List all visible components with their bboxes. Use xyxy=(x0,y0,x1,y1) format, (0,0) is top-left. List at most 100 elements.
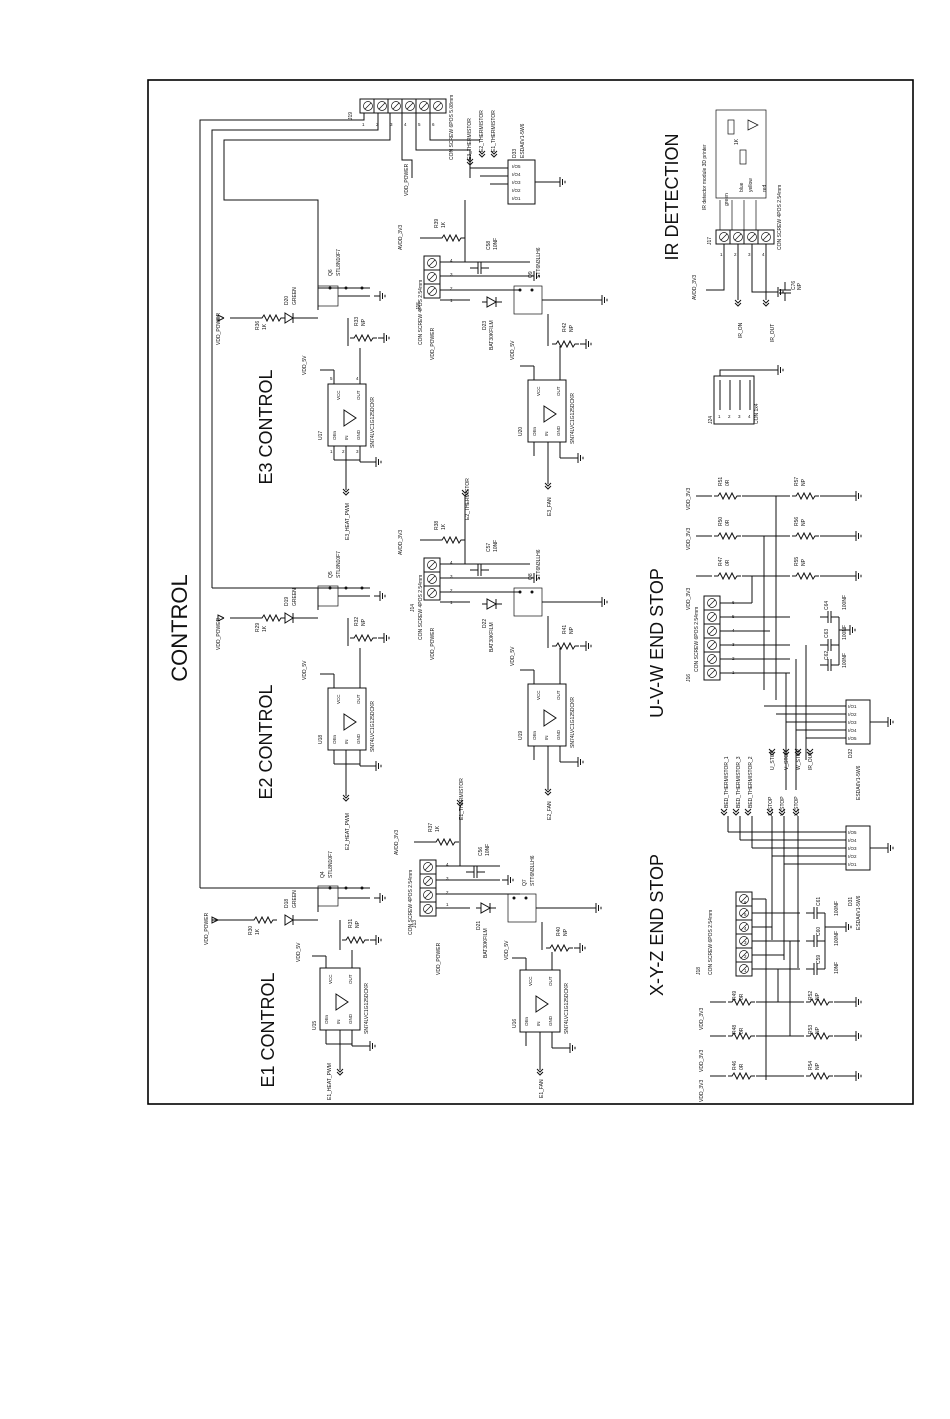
u17-pin-5: 5 xyxy=(330,376,333,381)
r55-value: NP xyxy=(801,558,807,566)
r41-value: NP xyxy=(569,626,575,634)
r46-value: 0R xyxy=(739,1063,745,1070)
ir-detector-inset: IR detector module 3D printer green blue… xyxy=(702,109,768,230)
j17-pin-3: 3 xyxy=(748,252,751,257)
r51-ref: R51 xyxy=(718,477,724,486)
net-vdd-5v-e3: VDD_5V xyxy=(302,355,308,375)
j15-ref: J15 xyxy=(416,302,422,310)
r32-ref: R32 xyxy=(354,617,360,626)
title-control: CONTROL xyxy=(167,574,192,682)
net-e2-heat-pwm: E2_HEAT_PWM xyxy=(345,813,351,850)
r30-ref: R30 xyxy=(248,926,254,935)
net-e3-heat-pwm: E3_HEAT_PWM xyxy=(345,503,351,540)
c57-ref: C57 xyxy=(486,543,492,552)
ir-wire-green: green xyxy=(724,193,730,206)
ir-wire-red: red xyxy=(762,185,768,192)
u16-pin-vcc: VCC xyxy=(528,976,533,986)
net-y-stop: Y_STOP xyxy=(780,796,786,816)
q6-value: STL8N10F7 xyxy=(336,249,342,276)
net-w-stop: W_STOP xyxy=(796,748,802,770)
j15-pin-3: 3 xyxy=(450,272,453,277)
r50-value: 0R xyxy=(725,519,731,526)
d31-ref: D31 xyxy=(848,897,854,906)
u17-ref: U17 xyxy=(318,431,324,440)
net-vdd-5v-e1-fan: VDD_5V xyxy=(504,940,510,960)
j19-pin-6: 6 xyxy=(432,122,435,127)
c59-value: 10NF xyxy=(834,962,840,974)
net-u-stop: U_STOP xyxy=(770,749,776,770)
d19-value: GREEN xyxy=(292,588,298,606)
c64-value: 100NF xyxy=(842,595,848,610)
u17-pin-vcc: VCC xyxy=(336,390,341,400)
r40-ref: R40 xyxy=(556,927,562,936)
d22-ref: D22 xyxy=(482,619,488,628)
q8-value: STT6N3LLH6 xyxy=(536,549,542,580)
u15-pin-vcc: VCC xyxy=(328,974,333,984)
u18-value: SN74LVC1G125DCKR xyxy=(370,701,376,752)
r31-ref: R31 xyxy=(348,919,354,928)
net-vdd-5v-e2: VDD_5V xyxy=(302,660,308,680)
net-vdd-power-e3-fan: VDD_POWER xyxy=(430,327,436,360)
u17-pin-2: 2 xyxy=(342,449,345,454)
d19-ref: D19 xyxy=(284,597,290,606)
net-e1-thermistor-bot: E1_THERMISTOR xyxy=(459,778,465,820)
j18-pin-1: 1 xyxy=(744,968,747,973)
j24-pin-3: 3 xyxy=(738,414,741,419)
c76-value: NP xyxy=(797,282,803,290)
e1-control-circuit: VDD_POWER R30 1K D18 GREEN Q4 STL8N10F7 … xyxy=(204,851,386,1076)
r50-ref: R50 xyxy=(718,517,724,526)
connector-j24: J24 CON 1x4 1 2 3 4 xyxy=(708,364,784,425)
u18-pin-vcc: VCC xyxy=(336,694,341,704)
r31-value: NP xyxy=(355,920,361,928)
ir-wire-blue: blue xyxy=(739,182,745,192)
page-frame xyxy=(147,79,914,1105)
net-vdd-power-j19: VDD_POWER xyxy=(404,163,410,196)
d33-pin-io2: I/O2 xyxy=(512,188,521,193)
q5-value: STL8N10F7 xyxy=(336,551,342,578)
d32-pin-io3: I/O3 xyxy=(848,720,857,725)
u20-pin-oen: OEn xyxy=(532,426,537,436)
j14-ref: J14 xyxy=(410,604,416,612)
u15-pin-gnd: GND xyxy=(348,1013,353,1024)
xyz-end-stop-circuit: I/O5 I/O4 I/O3 I/O2 I/O1 D31 ESDA6V1-5W6… xyxy=(696,816,894,1102)
net-bed-thermistor-1: BED_THERMISTOR_1 xyxy=(724,756,730,808)
net-bed-thermistor-2: BED_THERMISTOR_2 xyxy=(748,756,754,808)
r54-ref: R54 xyxy=(808,1061,814,1070)
net-avdd-3v3-ir: AVDD_3V3 xyxy=(692,275,698,300)
u20-pin-vcc: VCC xyxy=(536,386,541,396)
u19-pin-oen: OEn xyxy=(532,730,537,740)
r49-value: 0R xyxy=(739,993,745,1000)
r38-ref: R38 xyxy=(434,521,440,530)
u19-pin-out: OUT xyxy=(556,690,561,700)
c59-ref: C59 xyxy=(816,955,822,964)
u16-pin-in: IN xyxy=(536,1022,541,1027)
c60-ref: C60 xyxy=(816,927,822,936)
u17-pin-out: OUT xyxy=(356,390,361,400)
net-z-stop: Z_STOP xyxy=(768,796,774,816)
net-e1-fan: E1_FAN xyxy=(539,1079,545,1098)
j14-pin-3: 3 xyxy=(450,574,453,579)
u15-pin-oen: OEn xyxy=(324,1014,329,1024)
net-vdd-power-e1: VDD_POWER xyxy=(204,912,210,945)
d32-pin-io1: I/O1 xyxy=(848,704,857,709)
j19-pin-1: 1 xyxy=(362,122,365,127)
d23-ref: D23 xyxy=(482,321,488,330)
c57-value: 10NF xyxy=(493,540,499,552)
c58-ref: C58 xyxy=(486,241,492,250)
u15-pin-in: IN xyxy=(336,1020,341,1025)
net-ir-out-end: IR_OUT xyxy=(808,752,814,770)
j18-pin-4: 4 xyxy=(744,926,747,931)
d32-pin-io5: I/O5 xyxy=(848,736,857,741)
j13-ref: J13 xyxy=(412,920,418,928)
u17-pin-3: 3 xyxy=(356,449,359,454)
c56-ref: C56 xyxy=(478,847,484,856)
j14-value: CON SCREW 4POS 2.54mm xyxy=(418,575,424,640)
j17-pin-2: 2 xyxy=(734,252,737,257)
j18-pin-2: 2 xyxy=(744,954,747,959)
u15-ref: U15 xyxy=(312,1021,318,1030)
u15-value: SN74LVC1G125DCKR xyxy=(364,983,370,1034)
d33-pin-io3: I/O3 xyxy=(512,180,521,185)
r39-value: 1K xyxy=(441,221,447,228)
j19-pin-5: 5 xyxy=(418,122,421,127)
